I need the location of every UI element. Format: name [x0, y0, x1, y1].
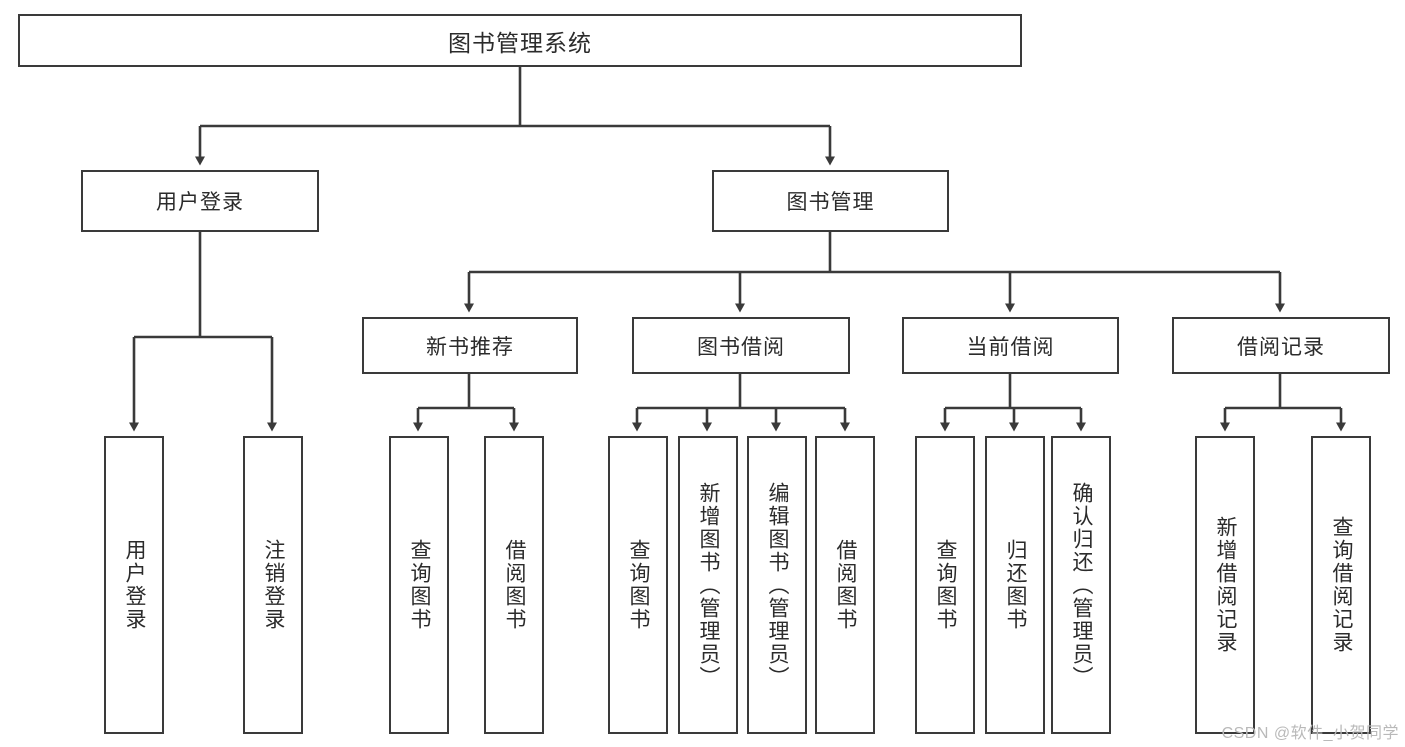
node-leaf-label: 借阅图书	[503, 539, 527, 631]
node-leaf-query-book-2[interactable]: 查询图书	[608, 436, 668, 734]
node-leaf-confirm-return-admin[interactable]: 确认归还（管理员）	[1051, 436, 1111, 734]
node-leaf-label: 查询借阅记录	[1330, 516, 1354, 654]
node-leaf-add-borrow-record[interactable]: 新增借阅记录	[1195, 436, 1255, 734]
node-leaf-user-login[interactable]: 用户登录	[104, 436, 164, 734]
node-leaf-return-book[interactable]: 归还图书	[985, 436, 1045, 734]
node-current-borrow[interactable]: 当前借阅	[902, 317, 1119, 374]
node-new-book-recommend[interactable]: 新书推荐	[362, 317, 578, 374]
node-leaf-edit-book-admin[interactable]: 编辑图书（管理员）	[747, 436, 807, 734]
node-book-borrow[interactable]: 图书借阅	[632, 317, 850, 374]
node-root-title[interactable]: 图书管理系统	[18, 14, 1022, 67]
node-leaf-borrow-book-1[interactable]: 借阅图书	[484, 436, 544, 734]
watermark-text: CSDN @软件_小贺同学	[1221, 725, 1399, 742]
node-leaf-label: 注销登录	[262, 539, 286, 631]
node-book-manage[interactable]: 图书管理	[712, 170, 949, 232]
node-leaf-logout-login[interactable]: 注销登录	[243, 436, 303, 734]
node-leaf-label: 查询图书	[934, 539, 958, 631]
node-borrow-record[interactable]: 借阅记录	[1172, 317, 1390, 374]
node-leaf-label: 新增图书（管理员）	[697, 481, 721, 689]
node-user-login[interactable]: 用户登录	[81, 170, 319, 232]
node-leaf-label: 借阅图书	[834, 539, 858, 631]
node-leaf-label: 查询图书	[627, 539, 651, 631]
node-leaf-label: 新增借阅记录	[1214, 516, 1238, 654]
node-leaf-query-book-1[interactable]: 查询图书	[389, 436, 449, 734]
node-leaf-query-borrow-record[interactable]: 查询借阅记录	[1311, 436, 1371, 734]
node-leaf-label: 查询图书	[408, 539, 432, 631]
node-leaf-label: 用户登录	[123, 539, 147, 631]
node-leaf-label: 编辑图书（管理员）	[766, 481, 790, 689]
node-leaf-label: 归还图书	[1004, 539, 1028, 631]
node-leaf-borrow-book-2[interactable]: 借阅图书	[815, 436, 875, 734]
node-leaf-query-book-3[interactable]: 查询图书	[915, 436, 975, 734]
node-leaf-label: 确认归还（管理员）	[1070, 481, 1094, 689]
node-leaf-add-book-admin[interactable]: 新增图书（管理员）	[678, 436, 738, 734]
